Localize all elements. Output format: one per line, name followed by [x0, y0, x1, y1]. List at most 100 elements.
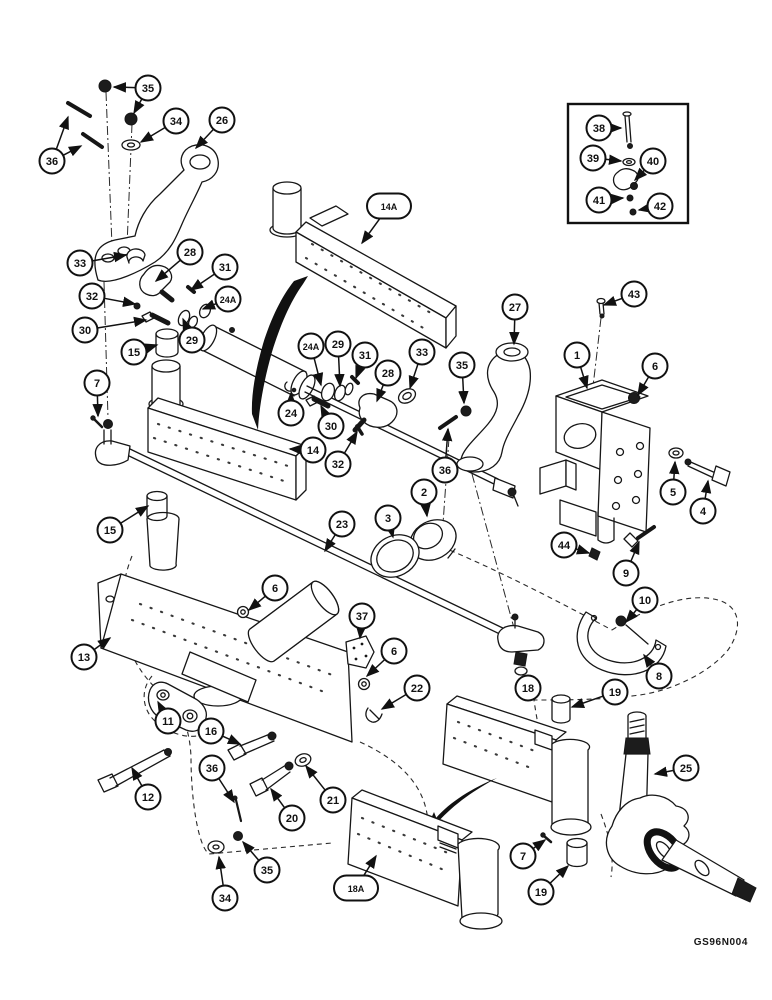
callout-balloon-36-3[interactable]	[38, 147, 66, 175]
callout-balloon-40-60[interactable]	[639, 147, 667, 175]
callout-balloon-27-29[interactable]	[501, 293, 529, 321]
callout-label: 32	[86, 291, 98, 303]
leader-arrow	[629, 540, 640, 562]
callout-balloon-4-34[interactable]	[689, 497, 717, 525]
callout-balloon-33-17[interactable]	[408, 338, 436, 366]
callout-balloon-35-18[interactable]	[448, 351, 476, 379]
callout-label: 35	[456, 360, 468, 372]
leader-arrow	[700, 479, 712, 499]
part-axle-extension-18	[442, 694, 592, 868]
callout-balloon-32-7[interactable]	[78, 282, 106, 310]
callout-balloon-42-62[interactable]	[646, 192, 674, 220]
callout-balloon-1-31[interactable]	[563, 341, 591, 369]
leader-arrow	[97, 316, 148, 329]
part-drag-link	[94, 419, 545, 676]
callout-balloon-3-27[interactable]	[374, 504, 402, 532]
callout-balloon-7-12[interactable]	[83, 369, 111, 397]
callout-balloon-39-59[interactable]	[579, 144, 607, 172]
leader-arrow	[247, 595, 266, 611]
callout-balloon-18a-54[interactable]	[333, 874, 379, 902]
part-steering-arm-left	[94, 144, 219, 282]
callout-balloon-31-16[interactable]	[351, 341, 379, 369]
callout-balloon-16-45[interactable]	[197, 717, 225, 745]
callout-balloon-32-23[interactable]	[324, 450, 352, 478]
callout-balloon-30-9[interactable]	[71, 316, 99, 344]
callout-balloon-29-15[interactable]	[324, 330, 352, 358]
callout-balloon-14-22[interactable]	[299, 436, 327, 464]
callout-balloon-20-48[interactable]	[278, 804, 306, 832]
callout-balloon-6-42[interactable]	[380, 637, 408, 665]
leader-arrow	[139, 126, 166, 143]
callout-balloon-12-46[interactable]	[134, 783, 162, 811]
leader-arrow	[355, 625, 367, 640]
callout-label: 29	[332, 339, 344, 351]
callout-label: 15	[128, 347, 140, 359]
callout-balloon-36-47[interactable]	[198, 754, 226, 782]
callout-label: 6	[391, 646, 397, 658]
callout-balloon-34-51[interactable]	[211, 884, 239, 912]
callout-balloon-28-19[interactable]	[374, 359, 402, 387]
callout-balloon-29-10[interactable]	[178, 326, 206, 354]
callout-label: 31	[359, 350, 371, 362]
callout-balloon-23-28[interactable]	[328, 510, 356, 538]
callout-label: 27	[509, 302, 521, 314]
part-axle-extension-14a	[269, 181, 457, 349]
callout-balloon-15-25[interactable]	[96, 516, 124, 544]
callout-label: 44	[558, 540, 571, 552]
callout-balloon-10-37[interactable]	[631, 586, 659, 614]
leader-arrow	[312, 357, 324, 387]
leader-arrow	[610, 193, 625, 205]
leader-arrow	[222, 734, 242, 745]
callout-balloon-2-26[interactable]	[410, 478, 438, 506]
callout-balloon-9-36[interactable]	[612, 559, 640, 587]
callout-balloon-28-5[interactable]	[176, 238, 204, 266]
callout-balloon-24-20[interactable]	[277, 399, 305, 427]
callout-balloon-13-39[interactable]	[70, 643, 98, 671]
callout-balloon-37-41[interactable]	[348, 602, 376, 630]
callout-balloon-44-35[interactable]	[550, 531, 578, 559]
callout-balloon-43-30[interactable]	[620, 280, 648, 308]
callout-balloon-36-24[interactable]	[431, 456, 459, 484]
callout-balloon-5-33[interactable]	[659, 478, 687, 506]
part-tie-rod-tube	[198, 324, 519, 507]
leader-arrow	[324, 534, 336, 553]
callout-balloon-24a-14[interactable]	[297, 332, 325, 360]
leader-arrow	[305, 764, 326, 791]
callout-label: 40	[647, 156, 659, 168]
leader-arrow	[201, 299, 217, 310]
leader-arrow	[288, 444, 303, 455]
callout-balloon-19-53[interactable]	[601, 678, 629, 706]
callout-balloon-24a-8[interactable]	[214, 285, 242, 313]
leader-arrow	[408, 363, 419, 390]
callout-label: 19	[609, 687, 621, 699]
callout-label: 10	[639, 595, 651, 607]
callout-balloon-19-56[interactable]	[527, 878, 555, 906]
callout-balloon-8-38[interactable]	[645, 662, 673, 690]
callout-balloon-18-52[interactable]	[514, 674, 542, 702]
callout-balloon-7-55[interactable]	[509, 842, 537, 870]
callout-balloon-25-57[interactable]	[672, 754, 700, 782]
callout-balloon-6-32[interactable]	[641, 352, 669, 380]
callout-balloon-26-2[interactable]	[208, 106, 236, 134]
callout-balloon-6-40[interactable]	[261, 574, 289, 602]
part-joint-cluster-mid	[305, 375, 472, 436]
callout-balloon-33-4[interactable]	[66, 249, 94, 277]
rotate-arrow-top	[251, 276, 308, 430]
callout-balloon-35-0[interactable]	[134, 74, 162, 102]
callout-balloon-30-21[interactable]	[317, 412, 345, 440]
callout-balloon-34-1[interactable]	[162, 107, 190, 135]
callout-balloon-35-50[interactable]	[253, 856, 281, 884]
leader-arrow	[355, 364, 366, 380]
callout-balloon-11-44[interactable]	[154, 707, 182, 735]
part-top-left-fasteners	[66, 79, 146, 264]
callout-balloon-15-11[interactable]	[120, 338, 148, 366]
callout-label: 12	[142, 792, 154, 804]
callout-balloon-21-49[interactable]	[319, 786, 347, 814]
callout-balloon-14a-13[interactable]	[366, 192, 412, 220]
callout-balloon-41-61[interactable]	[585, 186, 613, 214]
leader-arrow	[653, 766, 674, 777]
callout-label: 14	[307, 445, 320, 457]
callout-balloon-22-43[interactable]	[403, 674, 431, 702]
callout-balloon-31-6[interactable]	[211, 253, 239, 281]
callout-balloon-38-58[interactable]	[585, 114, 613, 142]
